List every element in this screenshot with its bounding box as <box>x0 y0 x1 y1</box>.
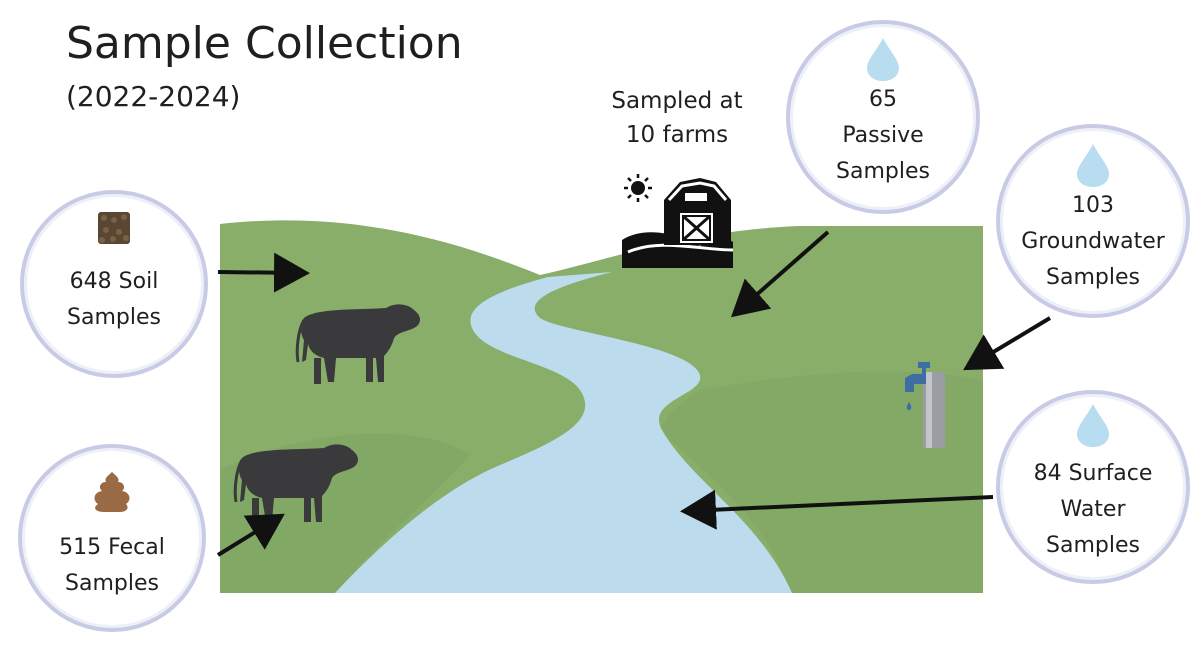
fecal-arrow <box>216 513 285 557</box>
groundwater-type-label: Groundwater <box>1021 229 1165 254</box>
surface-samples-label: Samples <box>1046 533 1140 558</box>
passive-samples-label: Samples <box>836 159 930 184</box>
passive-count-label: 65 <box>869 87 897 112</box>
soil-icon <box>98 212 130 244</box>
barn-icon <box>664 178 731 245</box>
groundwater-count-label: 103 <box>1072 193 1114 218</box>
groundwater-arrow <box>963 316 1052 371</box>
river <box>335 272 792 593</box>
soil-arrow <box>217 252 310 293</box>
groundwater-samples-label: Samples <box>1046 265 1140 290</box>
soil-samples-label: Samples <box>67 305 161 330</box>
passive-samples-bubble: 65 Passive Samples <box>786 20 980 214</box>
farm-caption: Sampled at 10 farms <box>592 84 762 152</box>
surface-arrow <box>680 489 994 530</box>
surface-water-samples-bubble: 84 Surface Water Samples <box>996 390 1190 584</box>
cow-icon <box>295 304 420 384</box>
page-title: Sample Collection <box>66 18 463 69</box>
soil-samples-bubble: 648 Soil Samples <box>20 190 208 378</box>
farm-icon <box>622 174 734 268</box>
water-drop-icon <box>1077 404 1109 447</box>
fecal-samples-bubble: 515 Fecal Samples <box>18 444 206 632</box>
faucet-icon <box>905 362 945 448</box>
farm-caption-line-1: Sampled at <box>611 88 743 114</box>
page-subtitle: (2022-2024) <box>66 80 241 113</box>
water-drop-icon <box>1077 144 1109 187</box>
groundwater-samples-bubble: 103 Groundwater Samples <box>996 124 1190 318</box>
passive-type-label: Passive <box>842 123 924 148</box>
sun-icon <box>624 174 652 202</box>
fecal-icon <box>94 472 130 512</box>
soil-count-label: 648 Soil <box>69 269 159 294</box>
water-drop-icon <box>867 38 899 81</box>
surface-count-label: 84 Surface <box>1033 461 1153 486</box>
fecal-count-label: 515 Fecal <box>59 535 165 560</box>
farm-caption-line-2: 10 farms <box>625 122 729 148</box>
hill-shading-right <box>660 371 983 593</box>
fecal-samples-label: Samples <box>65 571 159 596</box>
surface-type-label: Water <box>1060 497 1126 522</box>
cow-icon <box>233 444 358 524</box>
passive-arrow <box>730 230 830 318</box>
